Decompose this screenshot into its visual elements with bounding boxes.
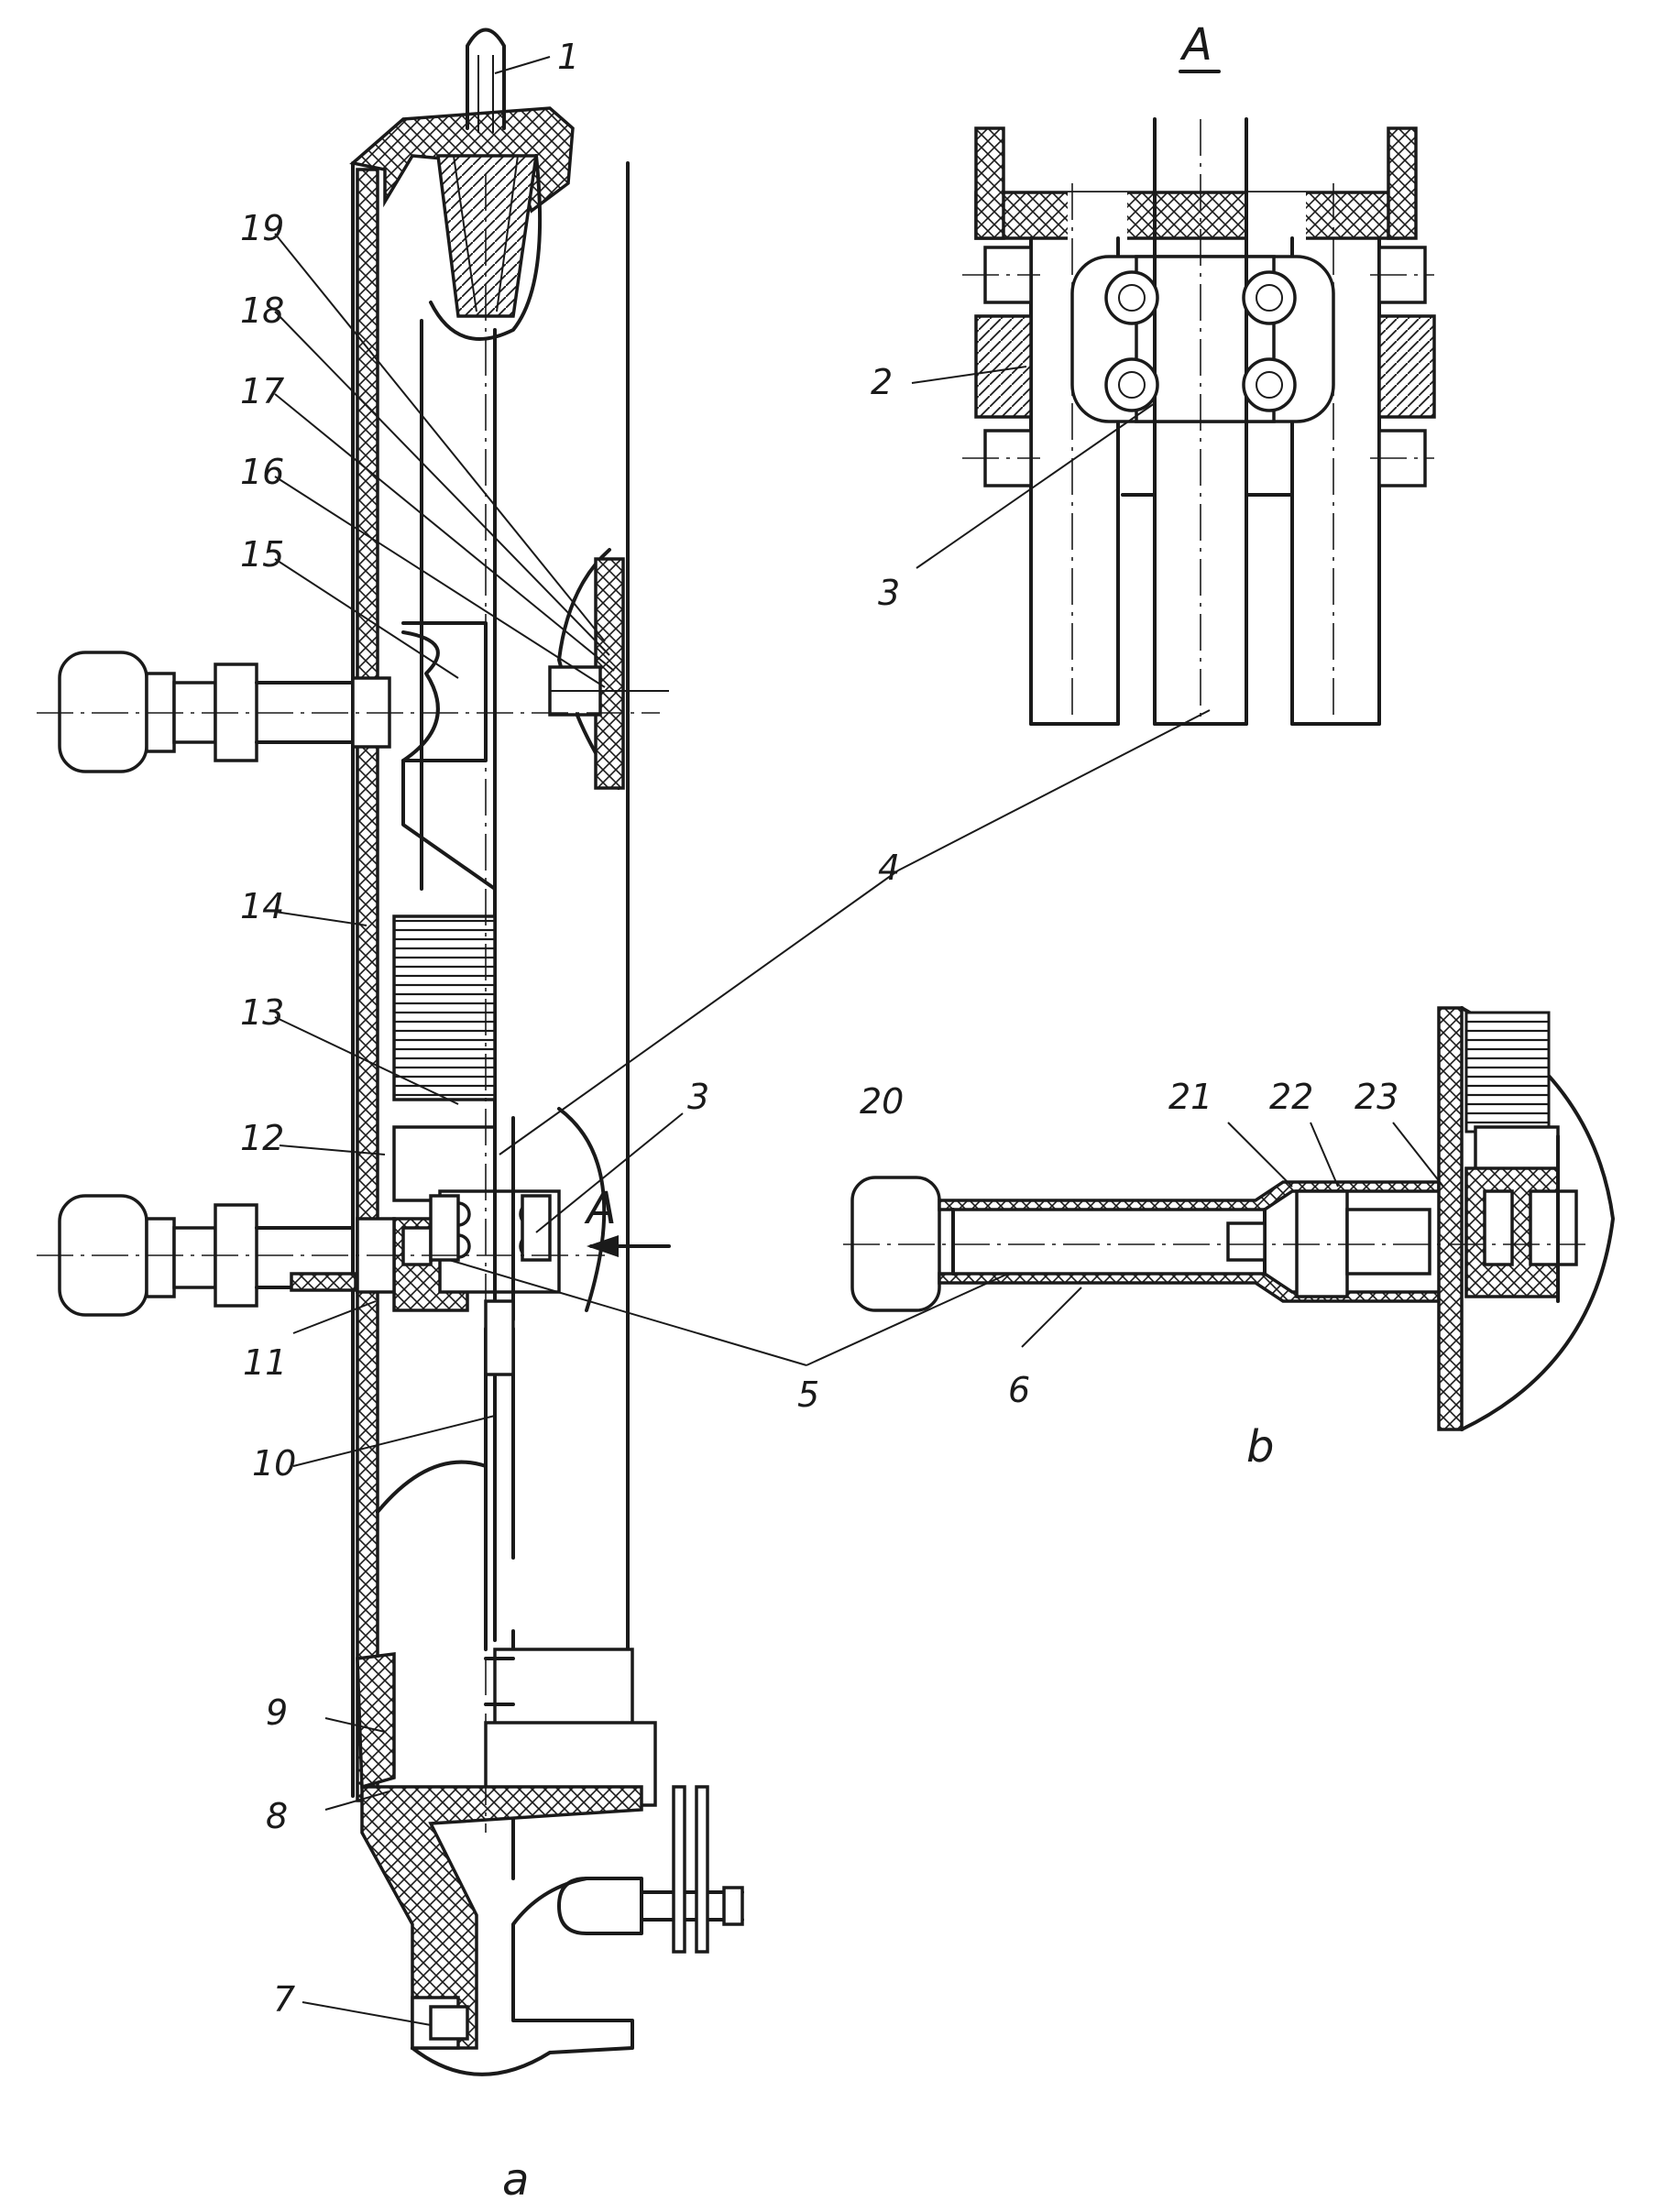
label-17: 17 — [240, 371, 284, 411]
label-20: 20 — [860, 1081, 904, 1122]
label-8: 8 — [266, 1796, 288, 1836]
label-5: 5 — [797, 1374, 819, 1415]
caption-view-a: a — [502, 2154, 529, 2206]
label-18: 18 — [240, 290, 284, 331]
label-13: 13 — [240, 992, 284, 1033]
label-23: 23 — [1354, 1077, 1398, 1117]
label-10: 10 — [252, 1443, 296, 1484]
label-14: 14 — [240, 886, 284, 926]
label-3-view-A: 3 — [878, 573, 900, 613]
view-a-assembly — [37, 27, 744, 2076]
label-9: 9 — [266, 1692, 288, 1733]
label-2: 2 — [871, 362, 893, 402]
label-7: 7 — [273, 1979, 295, 2020]
detail-bolts — [1104, 270, 1297, 412]
label-6: 6 — [1008, 1370, 1030, 1410]
label-1: 1 — [557, 37, 579, 77]
upper-bushing — [58, 651, 391, 773]
label-19: 19 — [240, 208, 284, 248]
label-3-view-a: 3 — [687, 1077, 709, 1117]
leader-lines — [274, 56, 1444, 2026]
arrow-label-A: A — [584, 1183, 617, 1234]
label-21: 21 — [1168, 1077, 1212, 1117]
label-22: 22 — [1269, 1077, 1313, 1117]
label-16: 16 — [240, 452, 284, 492]
caption-view-b: b — [1246, 1421, 1274, 1473]
label-4: 4 — [878, 848, 900, 888]
view-captions: A A b a — [502, 19, 1274, 2206]
caption-view-A: A — [1179, 19, 1212, 71]
view-A-detail — [962, 117, 1436, 726]
label-11: 11 — [243, 1342, 287, 1383]
part-labels: 1 19 18 17 16 15 14 13 12 11 10 9 8 7 2 … — [240, 37, 1398, 2020]
label-12: 12 — [240, 1118, 284, 1158]
view-b-detail — [843, 1006, 1615, 1431]
label-15: 15 — [240, 534, 284, 575]
contact-bolts — [429, 1194, 552, 1262]
